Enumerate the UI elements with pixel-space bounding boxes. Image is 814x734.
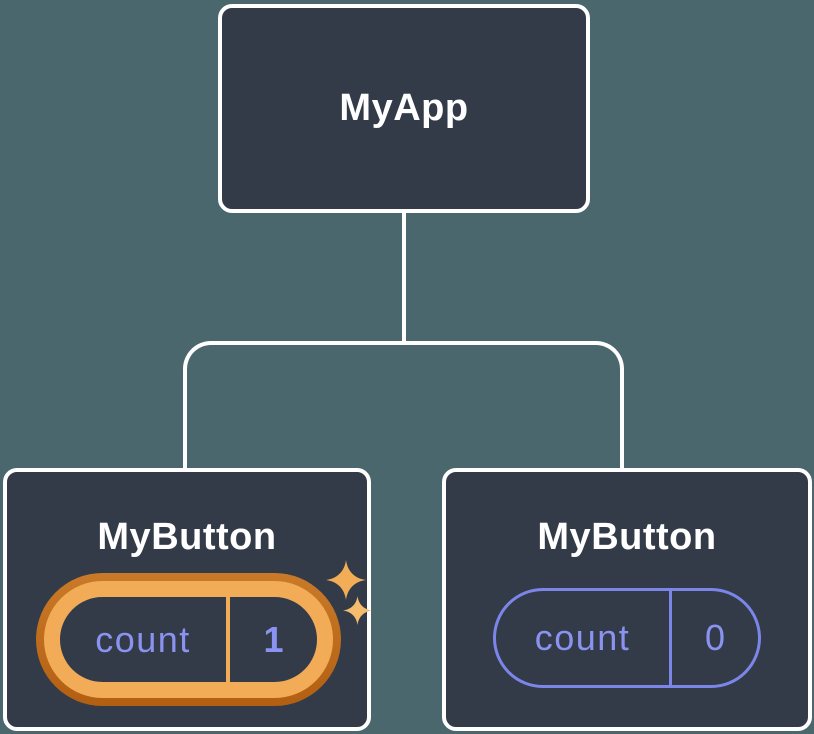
state-name-cell: count (496, 591, 669, 685)
connector-root-stem (402, 213, 406, 343)
node-label: MyApp (339, 87, 469, 129)
component-node-mybutton-updated: MyButton count 1 (3, 468, 372, 731)
node-label: MyButton (537, 516, 717, 558)
state-value-cell: 0 (672, 591, 758, 685)
connector-branch-bracket (183, 341, 624, 468)
state-pill: count 0 (493, 588, 761, 688)
component-node-myapp: MyApp (218, 4, 590, 213)
state-value-cell: 1 (230, 597, 317, 682)
state-name: count (95, 618, 191, 660)
state-value: 0 (704, 617, 726, 658)
component-node-mybutton: MyButton count 0 (442, 468, 812, 731)
state-name: count (534, 617, 631, 658)
state-pill-highlight-ring: count 1 (36, 573, 341, 706)
sparkle-icon (343, 596, 372, 625)
pill-divider (226, 597, 230, 682)
state-name-cell: count (60, 597, 226, 682)
state-value: 1 (263, 618, 284, 660)
node-label: MyButton (97, 516, 277, 558)
sparkle-icon (326, 560, 366, 600)
pill-divider (669, 591, 672, 685)
state-pill: count 1 (44, 581, 333, 698)
